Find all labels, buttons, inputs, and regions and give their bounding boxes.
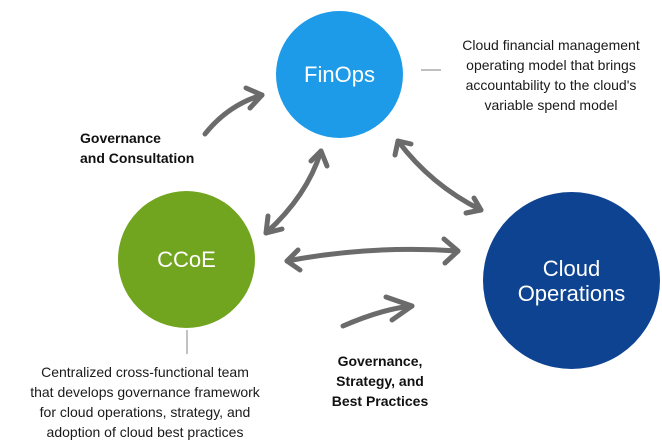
arrow-ccoe-finops	[263, 148, 330, 236]
ccoe-label: CCoE	[157, 246, 216, 272]
finops-node: FinOps	[276, 11, 403, 138]
cloud-operations-label: Cloud Operations	[517, 255, 626, 306]
arrow-ccoe-cloudops	[284, 236, 461, 273]
governance-consultation-label: Governance and Consultation	[80, 130, 195, 166]
ccoe-description: Centralized cross-functional team that d…	[30, 364, 260, 440]
finops-description: Cloud financial management operating mod…	[462, 37, 640, 113]
cloud-operations-node: Cloud Operations	[483, 192, 660, 369]
finops-label: FinOps	[304, 61, 375, 87]
governance-strategy-label: Governance, Strategy, and Best Practices	[331, 353, 429, 409]
ccoe-node: CCoE	[118, 191, 255, 328]
arrow-finops-cloudops	[392, 138, 484, 216]
arrow-governance-consultation	[202, 85, 265, 137]
arrow-governance-strategy	[340, 294, 415, 329]
